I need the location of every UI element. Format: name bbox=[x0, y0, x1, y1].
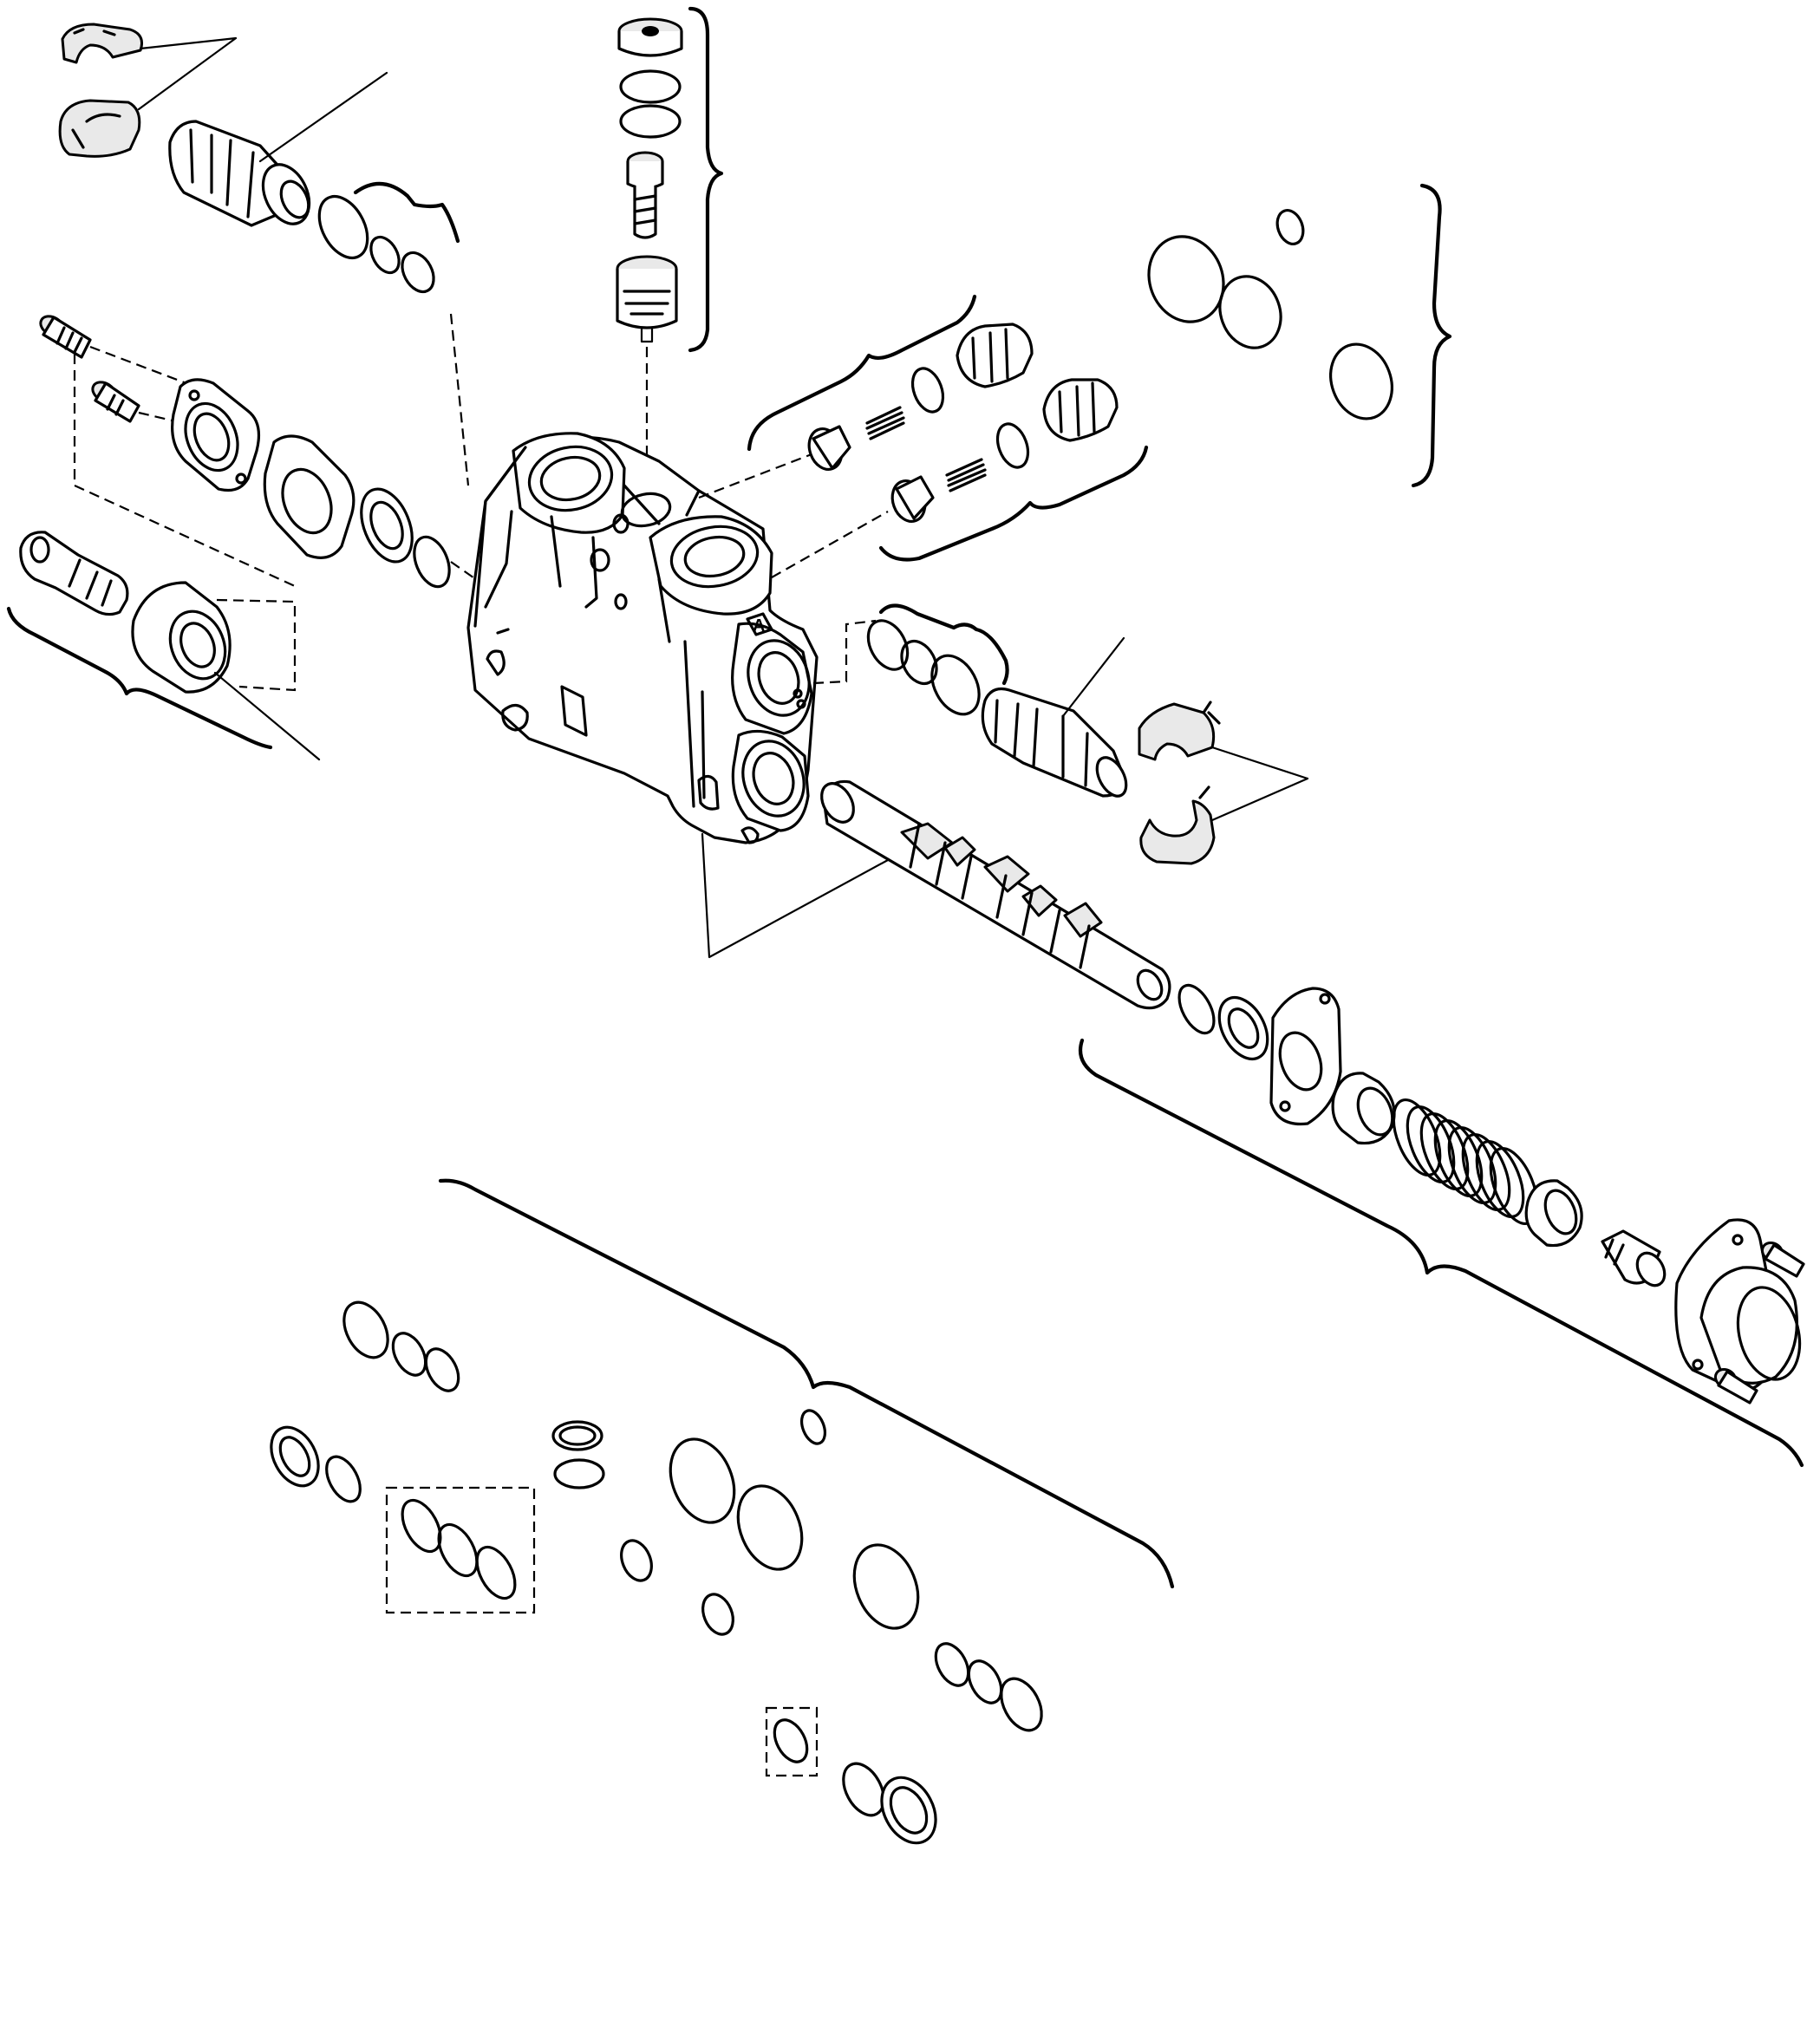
seal-kit-dashed-box-left bbox=[385, 1486, 536, 1614]
spring-upper bbox=[865, 406, 905, 440]
dash-collar bbox=[216, 598, 297, 692]
seal-kit-backup-ring bbox=[270, 1425, 362, 1503]
seal-kit-thick-rings bbox=[551, 1420, 605, 1489]
seal-kit-o-ring-boxed-small bbox=[773, 1718, 809, 1763]
bolt-upper-left bbox=[39, 315, 92, 359]
o-ring-plug-upper bbox=[910, 367, 945, 414]
relief-valve-cartridge-right bbox=[981, 687, 1128, 798]
flange-plate-left bbox=[171, 378, 260, 492]
main-spool bbox=[820, 779, 1171, 1010]
relief-valve-cartridge-left bbox=[168, 120, 311, 227]
bolt-lower-left bbox=[91, 381, 140, 423]
o-rings-relief-left bbox=[317, 195, 435, 294]
spring-lower bbox=[945, 458, 987, 492]
check-valve-poppet bbox=[626, 151, 664, 239]
brace-spool-end-left bbox=[6, 606, 273, 750]
cap-half-lower-left bbox=[58, 99, 141, 158]
seal-kit-dashed-box-right bbox=[765, 1706, 819, 1777]
seal-kit-large-o-rings bbox=[669, 1409, 920, 1630]
leader-line-relief-right bbox=[1061, 636, 1125, 718]
dash-bolts-to-flange bbox=[73, 345, 296, 588]
check-valve-plug-top bbox=[617, 17, 683, 57]
brace-plugs-upper bbox=[747, 294, 977, 452]
spring-cap bbox=[1674, 1218, 1802, 1392]
brace-check-valve bbox=[688, 6, 724, 353]
spool-end-eye bbox=[19, 531, 129, 616]
seal-kit-o-rings-boxed bbox=[401, 1498, 517, 1600]
leader-line-caps-right bbox=[1210, 746, 1309, 822]
spring-seat-lower bbox=[1524, 1179, 1583, 1248]
return-spring bbox=[1392, 1098, 1539, 1226]
spool-end-flange-plate bbox=[1269, 987, 1342, 1126]
seal-kit-o-rings-row-1 bbox=[342, 1300, 460, 1392]
plug-upper bbox=[807, 425, 851, 471]
cap-half-upper-right bbox=[1138, 701, 1221, 761]
seal-kit-small-o-rings bbox=[620, 1539, 734, 1636]
brace-spring-cap-assembly bbox=[1078, 1038, 1804, 1468]
plug-lower bbox=[890, 475, 935, 523]
port-a-label: A bbox=[753, 616, 765, 635]
leader-line-collar bbox=[213, 671, 321, 761]
o-ring-kit-top-right bbox=[1147, 209, 1393, 420]
spring-seat-upper bbox=[1331, 1072, 1396, 1145]
cap-half-upper-left bbox=[61, 23, 143, 64]
flange-gasket-left bbox=[263, 434, 356, 559]
poppet-lower bbox=[1042, 378, 1119, 442]
o-rings-relief-right bbox=[866, 619, 981, 716]
seal-kit-bottom-rings bbox=[842, 1762, 937, 1845]
cap-bolt-lower bbox=[1713, 1367, 1758, 1405]
brace-o-ring-kit-top-right bbox=[1411, 183, 1452, 488]
cap-half-lower-right bbox=[1139, 785, 1216, 865]
check-valve-o-rings-top bbox=[619, 69, 682, 139]
leader-line-relief-left bbox=[258, 71, 388, 163]
brace-relief-left bbox=[353, 181, 460, 244]
spool-end-collar bbox=[131, 581, 232, 694]
check-valve-spring-seat bbox=[616, 255, 678, 343]
cap-bolt-upper bbox=[1760, 1241, 1805, 1278]
dash-relief-right bbox=[812, 619, 877, 685]
seal-kit-o-rings-row-2 bbox=[934, 1642, 1043, 1732]
brace-plugs-lower bbox=[878, 445, 1149, 562]
seal-spool-end bbox=[1217, 996, 1269, 1060]
leader-line-caps-left bbox=[137, 36, 238, 111]
leader-line-spool bbox=[701, 832, 890, 959]
brace-relief-right bbox=[878, 603, 1009, 686]
dash-plugs-to-body bbox=[698, 453, 889, 578]
poppet-upper bbox=[956, 323, 1034, 388]
o-ring-plug-lower bbox=[995, 422, 1030, 469]
seal-rings-left bbox=[360, 487, 451, 589]
spool-end-bolt bbox=[1601, 1229, 1667, 1287]
brace-seal-kit bbox=[438, 1178, 1175, 1589]
o-ring-spool-end bbox=[1177, 983, 1216, 1035]
valve-body: A bbox=[466, 432, 819, 844]
